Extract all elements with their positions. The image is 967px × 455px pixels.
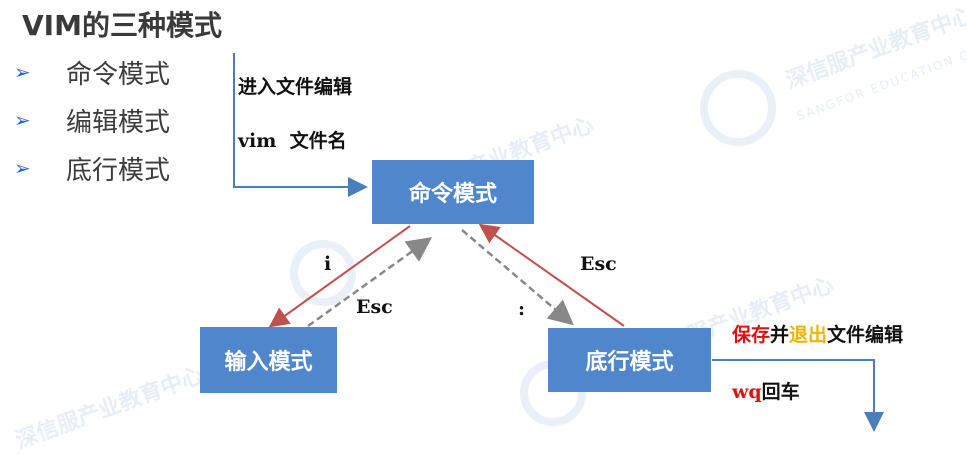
list-item: ➢ 命令模式 (14, 48, 170, 96)
save-text: 保存 (732, 324, 771, 346)
arrow-command-to-input (268, 225, 411, 328)
i-key-label: i (324, 253, 332, 275)
arrow-command-to-lastline (461, 229, 574, 326)
bullet-label: 编辑模式 (66, 107, 171, 138)
arrow-bullet-icon: ➢ (14, 156, 31, 180)
bullet-label: 底行模式 (66, 155, 171, 186)
command-mode-box: 命令模式 (372, 160, 534, 224)
entry-arrow (233, 53, 368, 197)
vim-filename-label: vim 文件名 (238, 130, 347, 152)
arrow-input-to-command (307, 237, 433, 328)
last-line-mode-box: 底行模式 (548, 328, 711, 392)
colon-key-label: : (518, 298, 526, 320)
watermark-logo (700, 70, 776, 146)
list-item: ➢ 底行模式 (14, 144, 170, 192)
page-title: VIM的三种模式 (22, 9, 222, 42)
exit-text: 退出 (789, 324, 828, 346)
esc-right-label: Esc (580, 253, 617, 275)
arrow-bullet-icon: ➢ (14, 108, 31, 132)
save-exit-label: 保存并退出文件编辑 (732, 320, 903, 347)
watermark-logo (290, 240, 356, 306)
enter-text: 回车 (761, 381, 800, 403)
arrow-lastline-to-command (478, 223, 625, 327)
enter-edit-label: 进入文件编辑 (238, 76, 353, 98)
and-text: 并 (770, 324, 790, 346)
list-item: ➢ 编辑模式 (14, 96, 170, 144)
file-edit-text: 文件编辑 (827, 324, 904, 346)
wq-text: wq (732, 381, 762, 403)
exit-arrow (712, 359, 884, 432)
arrow-bullet-icon: ➢ (14, 60, 31, 84)
wq-enter-label: wq回车 (732, 377, 800, 404)
input-mode-box: 输入模式 (200, 327, 337, 393)
bullet-label: 命令模式 (66, 59, 171, 90)
bullet-list: ➢ 命令模式 ➢ 编辑模式 ➢ 底行模式 (14, 48, 170, 192)
esc-left-label: Esc (356, 296, 393, 318)
